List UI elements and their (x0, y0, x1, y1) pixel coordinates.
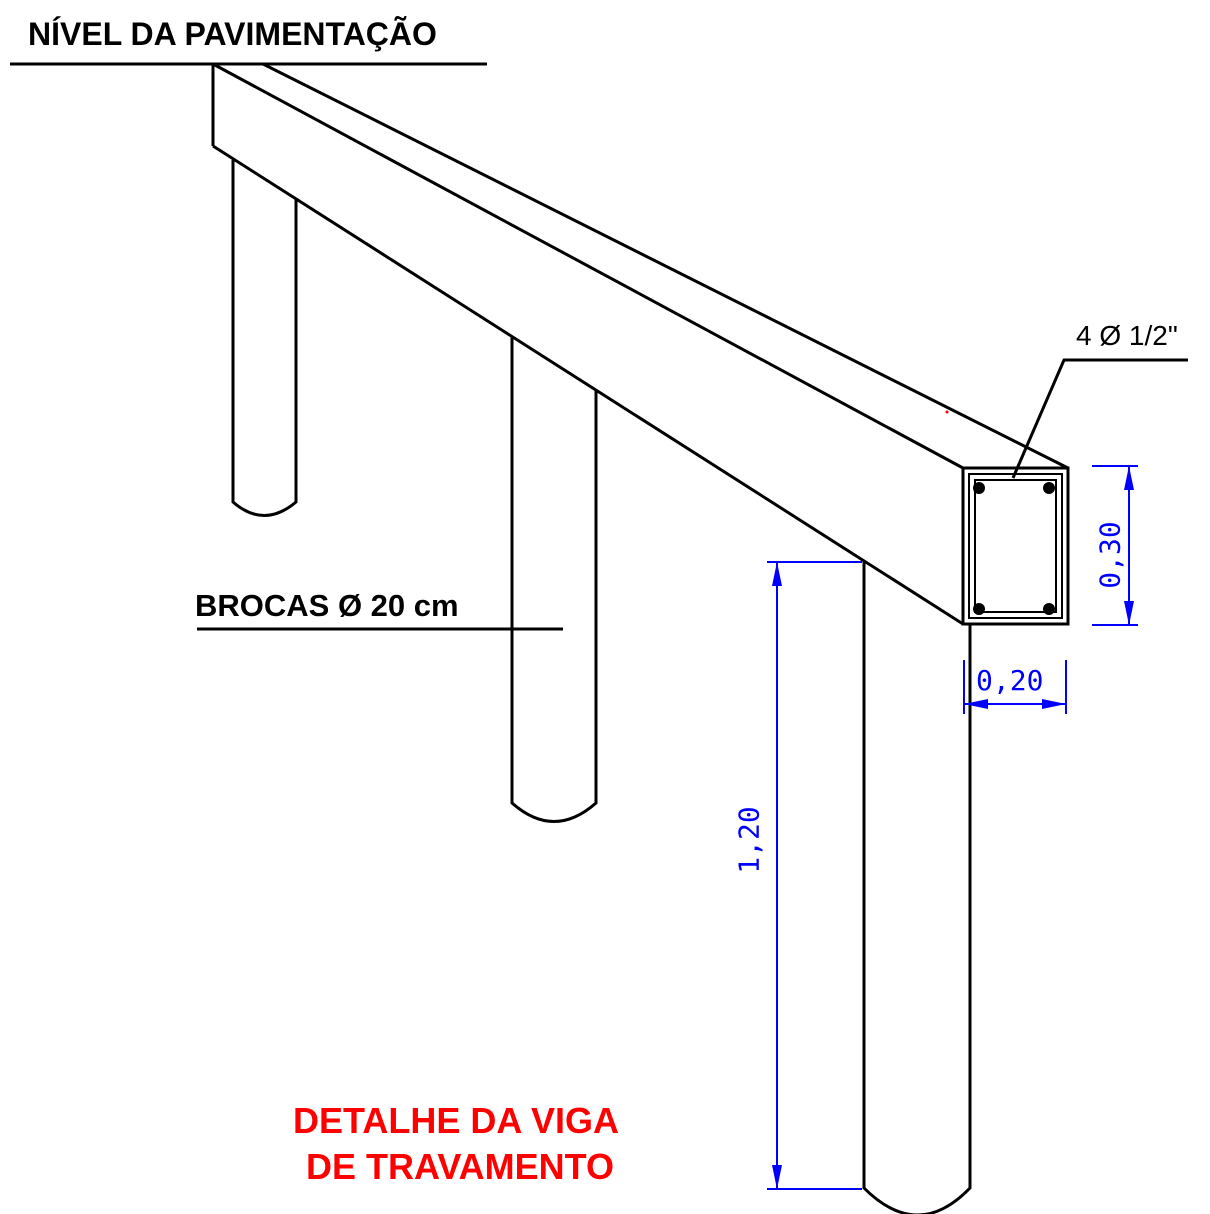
leader-lines (10, 62, 1188, 631)
red-mark (945, 410, 949, 414)
rebar-dots (973, 482, 1055, 615)
pile-3 (862, 562, 972, 1214)
piles-label: BROCAS Ø 20 cm (195, 588, 459, 623)
piles (231, 160, 972, 1214)
rebar-label: 4 Ø 1/2" (1076, 320, 1178, 351)
height-dimension: 0,30 (1093, 521, 1127, 589)
title-line-1: DETALHE DA VIGA (293, 1100, 620, 1141)
pile-length-dimension: 1,20 (732, 806, 766, 874)
bracing-beam (211, 62, 1069, 626)
pile-1 (231, 160, 298, 517)
dimension-lines (767, 465, 1138, 1190)
title-line-2: DE TRAVAMENTO (306, 1146, 615, 1187)
pavement-level-label: NÍVEL DA PAVIMENTAÇÃO (28, 16, 437, 52)
pile-2 (510, 336, 598, 823)
width-dimension: 0,20 (976, 664, 1044, 697)
